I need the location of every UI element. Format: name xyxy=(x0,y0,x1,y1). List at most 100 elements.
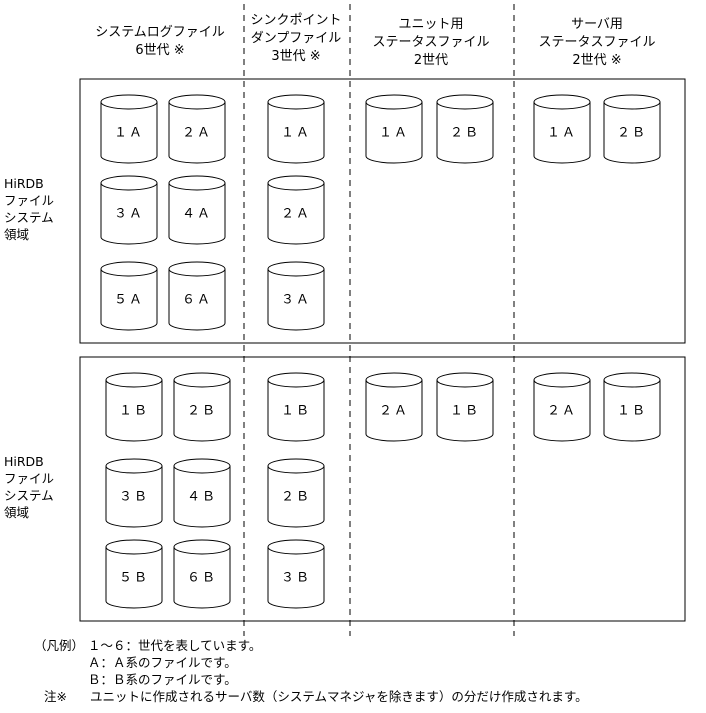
file-syncpoint-2a-area1: ２Ａ xyxy=(267,175,325,245)
legend-note-mark: 注※ xyxy=(44,689,67,704)
file-system-log-6a-area1: ６Ａ xyxy=(168,261,226,331)
legend-item-generations: １～６：世代を表しています。 xyxy=(88,638,261,653)
cylinder-top xyxy=(173,539,231,555)
area-label-2-line2: ファイル xyxy=(4,471,54,486)
cylinder-top xyxy=(533,372,591,388)
file-label: ６Ａ xyxy=(182,293,212,308)
file-label: １Ｂ xyxy=(119,404,149,419)
file-system-log-1a-area1: １Ａ xyxy=(100,94,158,164)
cylinder-top xyxy=(267,539,325,555)
area-label-1-line3: システム xyxy=(4,210,54,225)
legend-item-a-system: Ａ：Ａ系のファイルです。 xyxy=(88,655,237,670)
cylinder-body xyxy=(365,380,423,442)
cylinder-top xyxy=(436,372,494,388)
file-unit-status-2a-area2: ２Ａ xyxy=(365,372,423,442)
header-system-log-line1: システムログファイル xyxy=(95,25,225,40)
header-system-log: システムログファイル 6世代 ※ xyxy=(95,25,225,58)
file-label: １Ｂ xyxy=(450,404,480,419)
file-server-status-2a-area2: ２Ａ xyxy=(533,372,591,442)
header-syncpoint-line2: ダンプファイル xyxy=(251,31,342,46)
area-box-2 xyxy=(79,356,686,622)
cylinder-top xyxy=(105,539,163,555)
file-label: １Ｂ xyxy=(617,404,647,419)
file-server-status-1a-area1: １Ａ xyxy=(533,94,591,164)
header-unit-status-line1: ユニット用 xyxy=(398,17,463,32)
file-label: １Ｂ xyxy=(281,404,311,419)
file-syncpoint-1b-area2: １Ｂ xyxy=(267,372,325,442)
header-syncpoint-line3: 3世代 ※ xyxy=(271,49,320,64)
cylinder-top xyxy=(173,372,231,388)
cylinder-top xyxy=(173,458,231,474)
file-system-log-4b-area2: ４Ｂ xyxy=(173,458,231,528)
cylinder-body xyxy=(267,269,325,331)
area-label-1: HiRDB ファイル システム 領域 xyxy=(4,176,54,242)
file-unit-status-1b-area2: １Ｂ xyxy=(436,372,494,442)
cylinder-top xyxy=(365,372,423,388)
header-server-status-line3: 2世代 ※ xyxy=(572,53,621,68)
cylinder-body xyxy=(168,269,226,331)
header-unit-status-line2: ステータスファイル xyxy=(372,35,489,50)
file-syncpoint-1a-area1: １Ａ xyxy=(267,94,325,164)
header-system-log-line2: 6世代 ※ xyxy=(135,43,184,58)
header-syncpoint: シンクポイント ダンプファイル 3世代 ※ xyxy=(250,13,341,64)
file-label: ２Ｂ xyxy=(187,404,217,419)
file-system-log-6b-area2: ６Ｂ xyxy=(173,539,231,609)
legend: （凡例） １～６：世代を表しています。 Ａ：Ａ系のファイルです。 Ｂ：Ｂ系のファ… xyxy=(34,638,588,704)
header-server-status-line2: ステータスファイル xyxy=(538,35,655,50)
cylinder-body xyxy=(173,547,231,609)
file-label: ５Ｂ xyxy=(119,571,149,586)
cylinder-body xyxy=(365,102,423,164)
cylinder-body xyxy=(267,183,325,245)
cylinder-body xyxy=(105,380,163,442)
cylinder-top xyxy=(168,175,226,191)
cylinder-body xyxy=(105,547,163,609)
cylinder-top xyxy=(267,175,325,191)
cylinder-top xyxy=(267,261,325,277)
file-label: ３Ｂ xyxy=(281,571,311,586)
cylinder-top xyxy=(533,94,591,110)
cylinder-body xyxy=(533,102,591,164)
cylinder-top xyxy=(105,372,163,388)
file-label: ３Ａ xyxy=(114,207,144,222)
cylinder-top xyxy=(100,94,158,110)
cylinder-top xyxy=(100,261,158,277)
cylinder-body xyxy=(267,547,325,609)
area-label-1-line2: ファイル xyxy=(4,193,54,208)
cylinder-body xyxy=(267,380,325,442)
legend-item-b-system: Ｂ：Ｂ系のファイルです。 xyxy=(88,672,237,687)
legend-note-text: ユニットに作成されるサーバ数（システムマネジャを除きます）の分だけ作成されます。 xyxy=(90,689,588,704)
cylinder-body xyxy=(173,466,231,528)
area-label-2-line3: システム xyxy=(4,488,54,503)
file-unit-status-2b-area1: ２Ｂ xyxy=(436,94,494,164)
file-server-status-2b-area1: ２Ｂ xyxy=(603,94,661,164)
cylinder-body xyxy=(603,102,661,164)
header-syncpoint-line1: シンクポイント xyxy=(250,13,341,28)
cylinder-body xyxy=(436,380,494,442)
cylinder-top xyxy=(365,94,423,110)
file-label: ５Ａ xyxy=(114,293,144,308)
area-label-2-line1: HiRDB xyxy=(4,454,44,469)
area-label-1-line1: HiRDB xyxy=(4,176,44,191)
area-box-1 xyxy=(79,78,686,344)
cylinder-body xyxy=(603,380,661,442)
cylinder-body xyxy=(436,102,494,164)
header-server-status-line1: サーバ用 xyxy=(571,17,623,32)
file-server-status-1b-area2: １Ｂ xyxy=(603,372,661,442)
file-label: ２Ａ xyxy=(379,404,409,419)
file-system-log-2b-area2: ２Ｂ xyxy=(173,372,231,442)
file-system-log-2a-area1: ２Ａ xyxy=(168,94,226,164)
header-unit-status-line3: 2世代 xyxy=(414,53,448,68)
cylinder-top xyxy=(267,94,325,110)
cylinder-top xyxy=(603,94,661,110)
area-label-1-line4: 領域 xyxy=(4,227,29,242)
cylinder-top xyxy=(267,458,325,474)
file-system-log-5b-area2: ５Ｂ xyxy=(105,539,163,609)
file-syncpoint-3b-area2: ３Ｂ xyxy=(267,539,325,609)
file-label: ２Ｂ xyxy=(450,126,480,141)
file-label: ２Ｂ xyxy=(281,490,311,505)
file-syncpoint-2b-area2: ２Ｂ xyxy=(267,458,325,528)
cylinder-body xyxy=(173,380,231,442)
file-label: ２Ａ xyxy=(281,207,311,222)
file-label: ２Ａ xyxy=(182,126,212,141)
